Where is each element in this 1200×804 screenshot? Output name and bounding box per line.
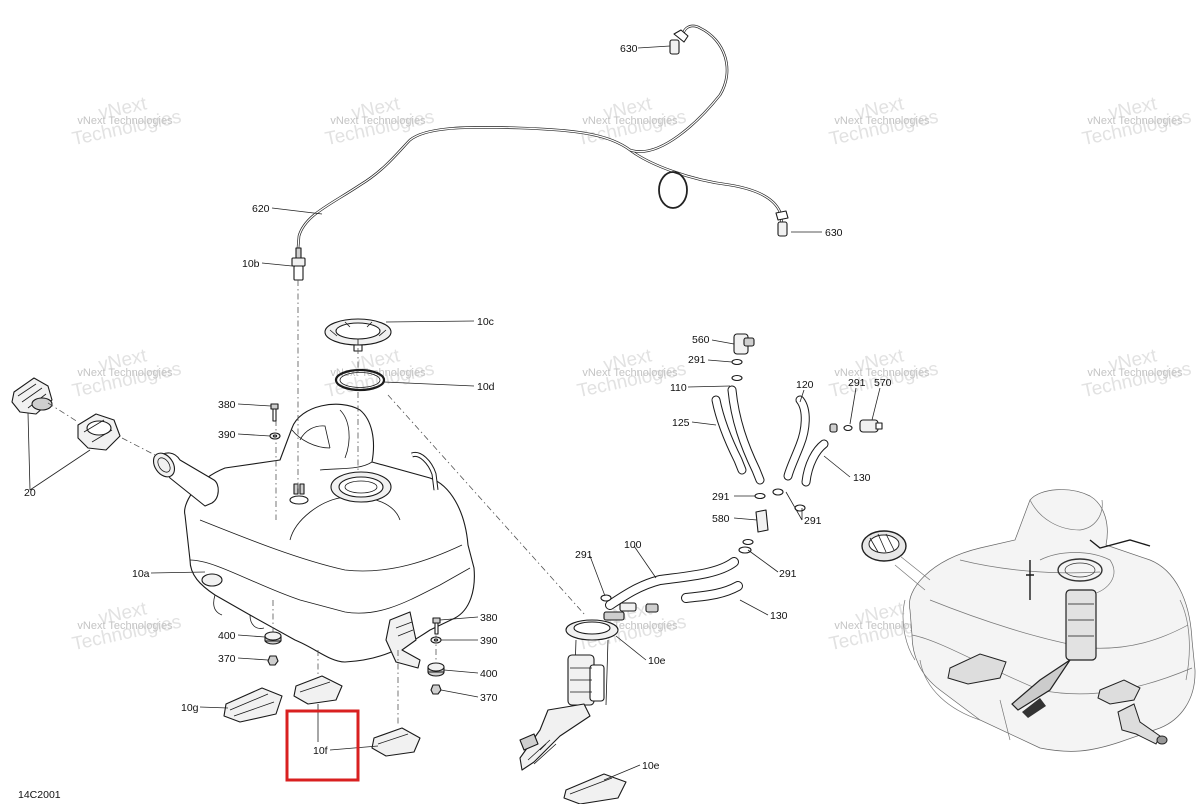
callout-100: 100 <box>624 539 642 551</box>
callout-labels: 630 630 620 10b 10c 10d 380 390 20 10a 4… <box>18 43 892 801</box>
callout-400-left: 400 <box>218 630 236 642</box>
callout-10f: 10f <box>313 745 328 757</box>
callout-291-a: 291 <box>688 354 706 366</box>
spacer-400-right <box>427 662 445 677</box>
fuel-cap-20 <box>11 377 53 415</box>
fitting-10b <box>291 247 306 281</box>
callout-390-right: 390 <box>480 635 498 647</box>
callout-10c: 10c <box>477 316 494 328</box>
watermark-text: vNext Technologies <box>834 620 930 632</box>
fuel-pump-10e <box>519 602 659 771</box>
callout-620: 620 <box>252 203 270 215</box>
callout-380-right: 380 <box>480 612 498 624</box>
watermark-text: vNext Technologies <box>1087 367 1183 379</box>
pad-10f-bottom <box>371 727 421 757</box>
watermark-text: vNext Technologies <box>834 367 930 379</box>
pad-10e <box>563 773 627 804</box>
bolt-380-right <box>432 617 441 635</box>
lock-ring-10c <box>324 318 392 352</box>
callout-560: 560 <box>692 334 710 346</box>
gasket-10d <box>334 368 386 392</box>
callout-10e-pad: 10e <box>642 760 660 772</box>
callout-580: 580 <box>712 513 730 525</box>
callout-291-e: 291 <box>779 568 797 580</box>
callout-10e-pump: 10e <box>648 655 666 667</box>
washer-390-right <box>430 636 442 644</box>
callout-10g: 10g <box>181 702 199 714</box>
callout-130-short: 130 <box>853 472 871 484</box>
callout-10b: 10b <box>242 258 260 270</box>
watermark-text: vNext Technologies <box>77 367 173 379</box>
highlight-box-10f <box>285 709 360 782</box>
callout-370-left: 370 <box>218 653 236 665</box>
callout-10a: 10a <box>132 568 150 580</box>
assembled-tank-view <box>861 489 1196 752</box>
leader-lines <box>27 45 881 781</box>
callout-400-right: 400 <box>480 668 498 680</box>
callout-630-top: 630 <box>620 43 638 55</box>
pad-10g <box>223 687 283 723</box>
vent-valve-630-right <box>777 221 788 237</box>
watermark-text: vNext Technologies <box>77 620 173 632</box>
watermark-text: vNext Technologies <box>77 115 173 127</box>
fuel-line-assembly <box>600 333 883 610</box>
watermark-text: vNext Technologies <box>834 115 930 127</box>
callout-370-right: 370 <box>480 692 498 704</box>
callout-291-b: 291 <box>848 377 866 389</box>
callout-390-top: 390 <box>218 429 236 441</box>
callout-125: 125 <box>672 417 690 429</box>
filler-neck-adapter-20 <box>77 413 121 451</box>
spacer-400-left <box>264 631 282 645</box>
callout-291-d: 291 <box>804 515 822 527</box>
watermark-text: vNext Technologies <box>582 367 678 379</box>
watermark-text: vNext Technologies <box>1087 115 1183 127</box>
callout-110: 110 <box>670 382 687 394</box>
vent-valve-630-top <box>669 39 680 55</box>
callout-570: 570 <box>874 377 892 389</box>
vent-hose-assembly <box>291 24 789 281</box>
callout-20: 20 <box>24 487 36 499</box>
callout-291-f: 291 <box>575 549 593 561</box>
watermark-text: vNext Technologies <box>582 115 678 127</box>
callout-130-long: 130 <box>770 610 788 622</box>
callout-380-top: 380 <box>218 399 236 411</box>
callout-630-right: 630 <box>825 227 843 239</box>
fuel-tank-10a <box>152 403 475 669</box>
callout-120: 120 <box>796 379 814 391</box>
bolt-380-top <box>270 403 279 422</box>
nut-370-left <box>267 655 279 666</box>
washer-390-top <box>269 432 281 440</box>
pad-10f-top <box>293 675 343 705</box>
callout-10d: 10d <box>477 381 495 393</box>
callout-291-c: 291 <box>712 491 730 503</box>
drawing-number: 14C2001 <box>18 789 61 801</box>
nut-370-right <box>430 684 442 695</box>
watermark-text: vNext Technologies <box>330 115 426 127</box>
